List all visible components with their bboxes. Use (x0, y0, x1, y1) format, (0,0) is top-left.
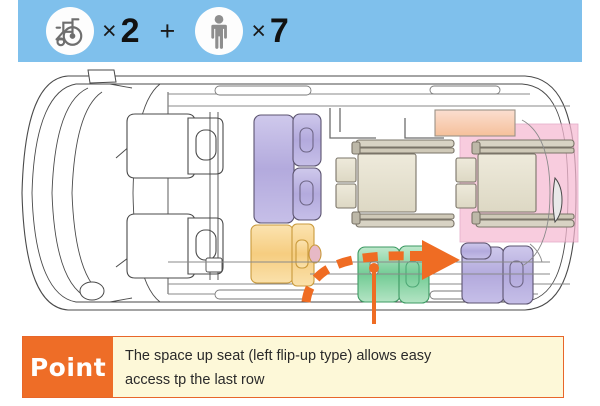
second-row-seat-yellow (250, 223, 322, 287)
person-icon (195, 7, 244, 55)
passenger-count: 7 (269, 12, 289, 50)
wheelchair-rear-top-view (455, 139, 575, 228)
capacity-plus-separator: + (159, 15, 176, 46)
point-badge: Point (23, 337, 113, 397)
wheelchair-icon (46, 7, 94, 55)
front-seat-driver (126, 113, 224, 179)
rear-ramp-panel (434, 109, 516, 137)
third-row-seat-purple (460, 242, 534, 305)
passenger-multiplier-symbol: × (251, 16, 266, 45)
wheelchair-middle-top-view (335, 139, 455, 228)
rear-hatch-handle (552, 176, 563, 224)
point-text-area: The space up seat (left flip-up type) al… (113, 337, 563, 397)
second-row-seat-purple-pair (253, 113, 322, 224)
point-text-line-1: The space up seat (left flip-up type) al… (125, 348, 432, 364)
vehicle-floor-plan-diagram (10, 62, 590, 324)
point-badge-label: Point (29, 352, 107, 382)
space-up-seat-motion-arrow (301, 240, 460, 303)
rear-bumper-lines (521, 119, 551, 267)
point-text-line-2: access tp the last row (125, 372, 265, 388)
wheelchair-capacity-group: × 2 (46, 7, 140, 55)
capacity-band: × 2 + × 7 (18, 0, 582, 62)
wheelchair-multiplier-symbol: × (102, 16, 117, 45)
vehicle-floor-plan-svg (21, 69, 579, 324)
grab-rail-structures (329, 108, 444, 139)
passenger-capacity-group: × 7 (195, 7, 289, 55)
callout-leader-line (369, 263, 379, 324)
wheelchair-count: 2 (120, 12, 140, 50)
front-wheel-hint (79, 281, 105, 301)
point-callout-box: Point The space up seat (left flip-up ty… (22, 336, 564, 398)
side-mirror (87, 69, 117, 84)
center-console (205, 112, 223, 280)
